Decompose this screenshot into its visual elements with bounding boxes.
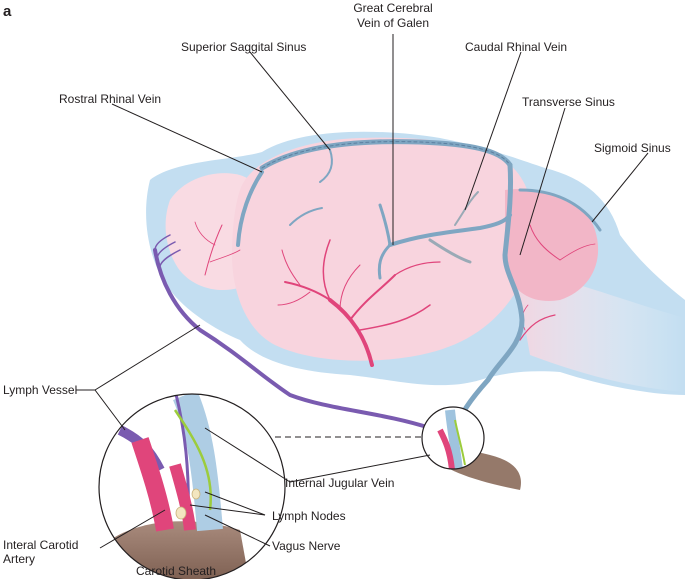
- label-carotid-sheath: Carotid Sheath: [136, 564, 216, 578]
- neck-region-circle: [421, 406, 521, 490]
- label-internal-carotid-line2: Artery: [3, 552, 35, 566]
- cerebellum: [505, 188, 599, 301]
- label-caudal-rhinal-vein: Caudal Rhinal Vein: [465, 40, 567, 54]
- panel-letter: a: [3, 3, 12, 20]
- inset-circle: [98, 393, 286, 581]
- label-sigmoid-sinus: Sigmoid Sinus: [594, 141, 671, 155]
- lymph-node-1: [175, 506, 187, 520]
- label-lymph-nodes: Lymph Nodes: [272, 509, 346, 523]
- label-great-cerebral-vein-line2: Vein of Galen: [357, 16, 429, 30]
- lymph-node-2: [191, 488, 201, 500]
- label-great-cerebral-vein-line1: Great Cerebral: [353, 1, 432, 15]
- labels: Great Cerebral Vein of Galen Superior Sa…: [3, 1, 671, 578]
- label-transverse-sinus: Transverse Sinus: [522, 95, 615, 109]
- label-vagus-nerve: Vagus Nerve: [272, 539, 341, 553]
- cerebral-veins: [236, 139, 602, 433]
- label-lymph-vessel: Lymph Vessel: [3, 383, 77, 397]
- leader-lines: [76, 34, 649, 549]
- label-rostral-rhinal-vein: Rostral Rhinal Vein: [59, 92, 161, 106]
- carotid-artery-shape: [131, 437, 174, 532]
- label-internal-jugular-vein: Internal Jugular Vein: [285, 476, 394, 490]
- vagus-nerve-shape: [173, 409, 213, 511]
- lymph-vessel: [153, 234, 432, 430]
- label-superior-sagittal-sinus: Superior Saggital Sinus: [181, 40, 306, 54]
- label-internal-carotid-line1: Interal Carotid: [3, 538, 78, 552]
- brain-stem: [515, 270, 685, 392]
- cerebral-arteries: [194, 221, 596, 367]
- cerebrum: [232, 137, 534, 361]
